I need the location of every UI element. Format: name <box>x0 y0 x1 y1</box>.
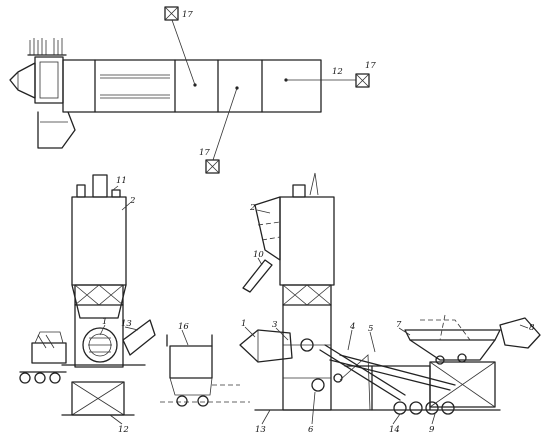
label-16: 16 <box>178 322 189 332</box>
label-17-right: 17 <box>365 61 376 71</box>
label-12-bottom: 12 <box>118 425 129 435</box>
right-elevation <box>239 172 541 415</box>
label-13-left: 13 <box>121 319 132 329</box>
label-8: 8 <box>529 323 535 333</box>
label-11: 11 <box>116 176 127 186</box>
plan-view <box>9 6 370 174</box>
label-14: 14 <box>389 425 400 435</box>
label-3: 3 <box>272 320 277 330</box>
label-2-right: 2 <box>249 203 255 213</box>
label-10: 10 <box>253 250 264 260</box>
label-17-mid: 17 <box>199 148 210 158</box>
label-9: 9 <box>429 425 435 435</box>
label-6: 6 <box>308 425 314 435</box>
label-1-left: 1 <box>102 317 107 327</box>
leader-lines <box>99 185 529 425</box>
label-4: 4 <box>349 322 355 332</box>
label-12-plan: 12 <box>332 67 343 77</box>
label-13-right: 13 <box>255 425 266 435</box>
label-1-right: 1 <box>241 319 246 329</box>
label-17-top: 17 <box>182 10 193 20</box>
label-2-left: 2 <box>129 196 135 206</box>
left-elevation <box>19 174 250 416</box>
callout-labels: 17 17 17 12 11 2 2 10 1 13 16 1 3 4 5 7 … <box>102 10 535 435</box>
label-5: 5 <box>368 324 373 334</box>
label-7: 7 <box>396 320 402 330</box>
